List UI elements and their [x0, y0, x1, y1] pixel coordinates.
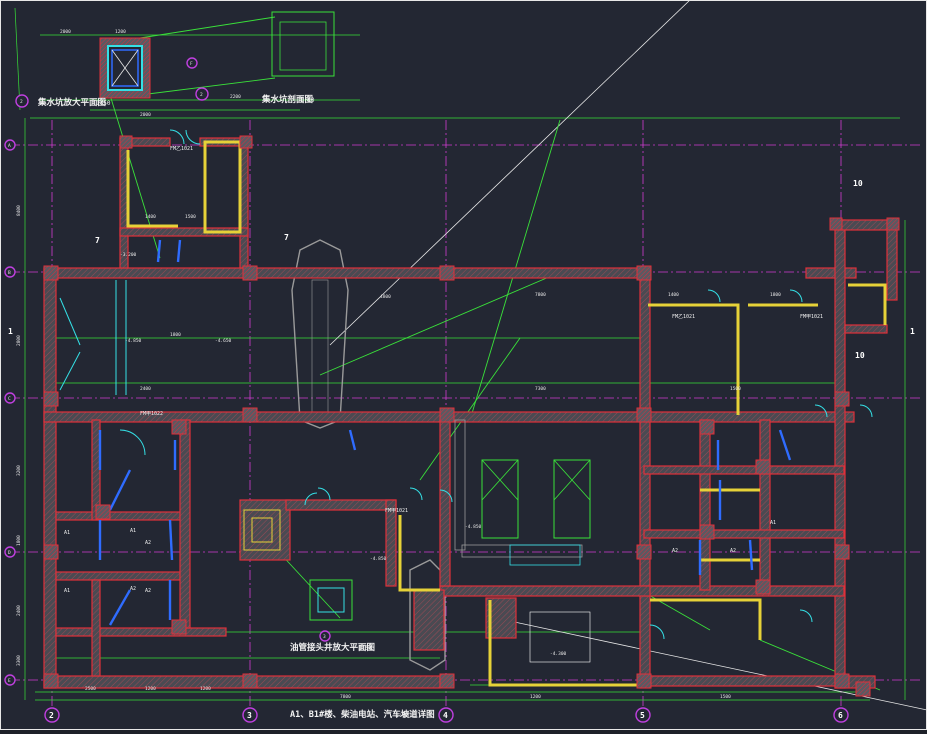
grid-bubble-2: 2	[49, 711, 54, 720]
detail-markers: 1 1 7 7 10 10 3 2 2	[8, 87, 915, 642]
dim-top-seg: 1500	[185, 214, 196, 220]
detail-marker: 1	[910, 327, 915, 336]
room-label: A2	[730, 548, 736, 554]
dim-mid: 2400	[140, 386, 151, 392]
drawing-titles: 集水坑放大平面图 1:50 集水坑剖面图 1:50 油管接头井放大平面图 1:5…	[37, 94, 435, 720]
title-sump-plan-scale: 1:50	[96, 100, 111, 107]
dim-bottom-seg: 1200	[530, 694, 541, 700]
dim-mid: 7300	[535, 386, 546, 392]
dim-top-seg: 1400	[145, 214, 156, 220]
grid-bubble-left: E	[8, 678, 11, 684]
room-label: A1	[770, 520, 776, 526]
dim-bottom-total: 7800	[340, 694, 351, 700]
title-main: A1、B1#楼、柴油电站、汽车坡道详图	[290, 709, 435, 720]
dim-mid: 1500	[730, 386, 741, 392]
room-labels: FM乙1021 FM甲1022 FM乙1021 FM甲1021 FM甲1021 …	[64, 145, 823, 594]
yellow-walls	[126, 140, 887, 687]
dimension-text: 7800 2500 1200 1200 1200 1500 2000 1200 …	[16, 29, 781, 700]
detail-marker: 2	[20, 99, 23, 105]
detail-marker: 7	[95, 236, 100, 245]
dim-top-seg: 2000	[60, 29, 71, 35]
detail-marker: 10	[855, 351, 865, 360]
dim-left: 2400	[16, 605, 22, 616]
dim-bottom-seg: 1500	[720, 694, 731, 700]
room-label: A2	[145, 588, 151, 594]
dim-bottom-seg: 1200	[145, 686, 156, 692]
detail-marker: 2	[200, 92, 203, 98]
grid-bubble-5: 5	[640, 711, 645, 720]
detail-marker: 10	[853, 179, 863, 188]
room-label: FM甲1021	[800, 314, 823, 320]
dim-mid: 1800	[170, 332, 181, 338]
dim-top-seg: 1200	[115, 29, 126, 35]
title-sump-section: 集水坑剖面图	[261, 94, 313, 105]
room-label: A2	[130, 586, 136, 592]
dim-top-seg: 2200	[230, 94, 241, 100]
elevation-tag: -4.300	[550, 651, 567, 657]
sump-pit-plan	[99, 11, 335, 99]
elevation-tag: -4.850	[465, 524, 482, 530]
room-label: FM甲1021	[385, 508, 408, 514]
detail-marker: 1	[8, 327, 13, 336]
elevation-tag: -4.850	[125, 338, 142, 344]
room-label: FM甲1022	[140, 411, 163, 417]
dim-left: 1800	[16, 535, 22, 546]
dim-left: 3200	[16, 465, 22, 476]
grid-bubble-6: 6	[838, 711, 843, 720]
elevation-tag: -4.650	[215, 338, 232, 344]
dim-left: 2800	[16, 335, 22, 346]
room-label: A2	[145, 540, 151, 546]
grid-bubbles-bottom: 2 3 4 5 6	[44, 707, 849, 723]
dim-mid: 7800	[535, 292, 546, 298]
room-label: A1	[64, 530, 70, 536]
grid-bubble-3: 3	[247, 711, 252, 720]
grid-bubble-left: D	[8, 550, 11, 556]
dim-mid: 1400	[668, 292, 679, 298]
detail-marker: 7	[284, 233, 289, 242]
grid-bubbles-left: A B C D E F	[4, 57, 198, 686]
room-label: FM乙1021	[170, 145, 193, 152]
dim-top-seg: 2000	[140, 112, 151, 118]
elevation-tags: -4.850 -4.850 -4.300 -4.650 -4.850 -3.20…	[120, 252, 567, 657]
grid-bubble-left: F	[190, 61, 193, 67]
title-oil-pit-scale: 1:50	[358, 645, 373, 652]
elevation-tag: -3.200	[120, 252, 137, 258]
grid-bubble-4: 4	[443, 711, 448, 720]
title-oil-pit: 油管接头井放大平面图	[290, 642, 375, 653]
title-main-scale: 1:50	[395, 712, 410, 719]
title-sump-section-scale: 1:50	[300, 97, 315, 104]
dim-mid: 1800	[770, 292, 781, 298]
dim-bottom-seg: 1200	[200, 686, 211, 692]
columns	[43, 135, 900, 697]
room-label: A2	[672, 548, 678, 554]
dim-left: 3300	[16, 655, 22, 666]
grid-bubble-left: B	[8, 270, 11, 276]
elevation-tag: -4.850	[370, 556, 387, 562]
room-label: A1	[130, 528, 136, 534]
dim-mid: 4800	[380, 294, 391, 300]
grid-bubble-left: A	[8, 143, 11, 149]
detail-marker: 3	[323, 634, 326, 640]
doors	[98, 129, 873, 640]
room-label: A1	[64, 588, 70, 594]
generator-units	[309, 419, 591, 663]
title-sump-plan: 集水坑放大平面图	[37, 97, 106, 108]
room-label: FM乙1021	[672, 313, 695, 320]
grid-bubble-left: C	[8, 396, 11, 402]
dim-bottom-seg: 2500	[85, 686, 96, 692]
walls	[43, 137, 898, 689]
dim-left: 8400	[16, 205, 22, 216]
